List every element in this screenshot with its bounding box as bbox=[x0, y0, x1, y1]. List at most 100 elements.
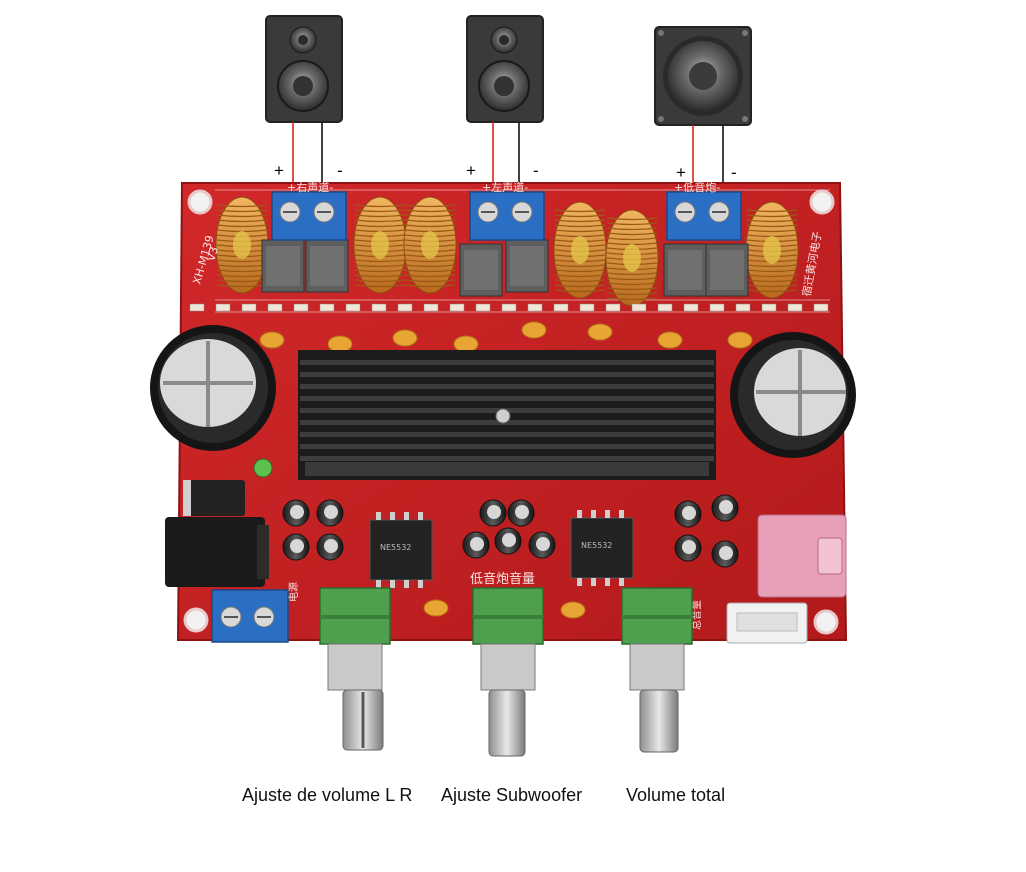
smd-part bbox=[553, 303, 569, 312]
potentiometer-total-volume[interactable] bbox=[621, 587, 693, 753]
smd-part bbox=[579, 303, 595, 312]
ceramic-cap bbox=[521, 321, 547, 339]
small-electrolytic-capacitors bbox=[282, 494, 739, 568]
polarity-minus-left: - bbox=[533, 161, 539, 180]
small-capacitor bbox=[711, 540, 739, 568]
small-capacitor bbox=[674, 534, 702, 562]
audio-input-jack[interactable] bbox=[757, 514, 847, 598]
ceramic-cap bbox=[392, 329, 418, 347]
polarity-minus-right: - bbox=[337, 161, 343, 180]
smd-part bbox=[345, 303, 361, 312]
ceramic-cap bbox=[453, 335, 479, 353]
caption-subwoofer: Ajuste Subwoofer bbox=[441, 785, 583, 805]
small-capacitor bbox=[462, 531, 490, 559]
sub-volume-label: 低音炮音量 bbox=[470, 571, 535, 587]
small-capacitor bbox=[507, 499, 535, 527]
smd-component-row bbox=[189, 303, 829, 312]
smd-part bbox=[813, 303, 829, 312]
smd-inductor bbox=[459, 243, 503, 297]
inductor-coil bbox=[403, 196, 457, 294]
small-capacitor bbox=[479, 499, 507, 527]
small-capacitor bbox=[316, 499, 344, 527]
ceramic-cap bbox=[727, 331, 753, 349]
electrolytic-capacitor-right bbox=[730, 332, 856, 458]
power-label: 电源 bbox=[287, 582, 300, 602]
caption-total-volume: Volume total bbox=[626, 785, 726, 805]
heatsink bbox=[298, 350, 716, 480]
speaker-terminal-right[interactable] bbox=[271, 191, 347, 241]
smd-inductor bbox=[505, 239, 549, 293]
opamp-chip-left bbox=[369, 512, 433, 588]
caption-volume-lr: Ajuste de volume L R bbox=[242, 785, 413, 805]
smd-part bbox=[241, 303, 257, 312]
smd-inductor bbox=[663, 243, 707, 297]
ceramic-capacitors bbox=[259, 321, 753, 619]
inductor-coil bbox=[215, 196, 269, 294]
polarity-plus-left: + bbox=[466, 161, 476, 180]
dc-power-jack[interactable] bbox=[165, 517, 269, 587]
ceramic-cap bbox=[327, 335, 353, 353]
total-volume-label: 总音量 bbox=[690, 600, 703, 630]
small-capacitor bbox=[282, 499, 310, 527]
smd-part bbox=[527, 303, 543, 312]
power-led bbox=[253, 458, 273, 478]
smd-part bbox=[605, 303, 621, 312]
inductor-coil bbox=[745, 201, 799, 299]
smd-part bbox=[371, 303, 387, 312]
smd-part bbox=[735, 303, 751, 312]
smd-part bbox=[501, 303, 517, 312]
smd-part bbox=[787, 303, 803, 312]
small-capacitor bbox=[711, 494, 739, 522]
speaker-terminal-left[interactable] bbox=[469, 191, 545, 241]
small-capacitor bbox=[316, 533, 344, 561]
smd-part bbox=[657, 303, 673, 312]
smd-part bbox=[189, 303, 205, 312]
speaker-right bbox=[265, 15, 343, 123]
speaker-terminal-subwoofer[interactable] bbox=[666, 191, 742, 241]
smd-part bbox=[267, 303, 283, 312]
smd-part bbox=[475, 303, 491, 312]
small-capacitor bbox=[494, 527, 522, 555]
jst-connector bbox=[726, 602, 808, 644]
opamp-chip-right bbox=[570, 510, 634, 586]
small-capacitor bbox=[674, 500, 702, 528]
channel-label-right: +右声道- bbox=[287, 180, 333, 194]
channel-label-left: +左声道- bbox=[482, 180, 528, 194]
smd-inductors bbox=[261, 239, 749, 297]
smd-part bbox=[709, 303, 725, 312]
ceramic-cap bbox=[423, 599, 449, 617]
smd-part bbox=[319, 303, 335, 312]
smd-part bbox=[683, 303, 699, 312]
ceramic-cap bbox=[259, 331, 285, 349]
polarity-plus-right: + bbox=[274, 161, 284, 180]
smd-part bbox=[293, 303, 309, 312]
electrolytic-capacitor-left bbox=[150, 325, 276, 451]
diode-d1 bbox=[183, 480, 245, 516]
inductor-coil bbox=[605, 209, 659, 307]
toroid-inductors bbox=[215, 196, 799, 307]
power-terminal-block[interactable] bbox=[211, 589, 289, 643]
chip-marking-left: NE5532 bbox=[380, 543, 411, 552]
inductor-coil bbox=[353, 196, 407, 294]
smd-part bbox=[631, 303, 647, 312]
board-revision-label: V3 bbox=[204, 245, 221, 263]
smd-inductor bbox=[261, 239, 305, 293]
smd-part bbox=[761, 303, 777, 312]
small-capacitor bbox=[528, 531, 556, 559]
inductor-coil bbox=[553, 201, 607, 299]
chip-marking-right: NE5532 bbox=[581, 541, 612, 550]
ceramic-cap bbox=[560, 601, 586, 619]
channel-label-subwoofer: +低音炮- bbox=[674, 180, 720, 194]
potentiometer-subwoofer[interactable] bbox=[472, 587, 544, 757]
ceramic-cap bbox=[657, 331, 683, 349]
smd-inductor bbox=[305, 239, 349, 293]
speaker-left bbox=[466, 15, 544, 123]
polarity-plus-subwoofer: + bbox=[676, 163, 686, 182]
speaker-subwoofer bbox=[654, 26, 752, 126]
smd-part bbox=[215, 303, 231, 312]
potentiometer-volume-lr[interactable] bbox=[319, 587, 391, 751]
smd-part bbox=[423, 303, 439, 312]
smd-inductor bbox=[705, 243, 749, 297]
smd-part bbox=[449, 303, 465, 312]
